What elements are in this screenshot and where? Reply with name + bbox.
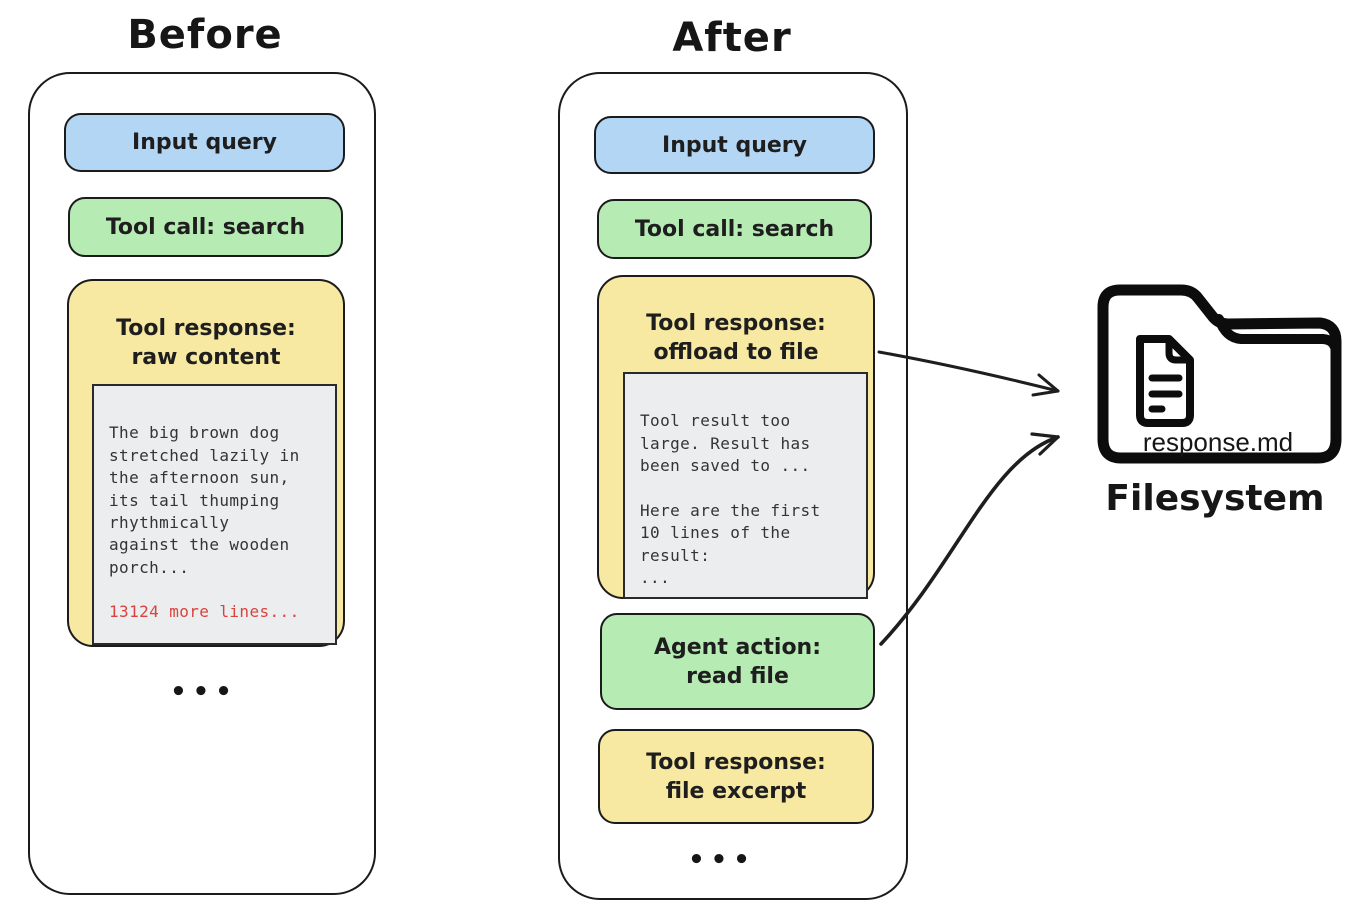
before-column-title: Before — [127, 12, 283, 58]
folder-icon — [1097, 284, 1342, 464]
document-icon — [1136, 335, 1194, 427]
before-input-query-chip: Input query — [64, 113, 345, 172]
before-tool-call-chip: Tool call: search — [68, 197, 343, 257]
after-ellipsis: ••• — [688, 845, 756, 875]
after-input-query-chip: Input query — [594, 116, 875, 174]
before-ellipsis: ••• — [170, 677, 238, 707]
after-panel: Input query Tool call: search Tool respo… — [558, 72, 908, 900]
after-column-title: After — [672, 15, 792, 61]
before-panel: Input query Tool call: search Tool respo… — [28, 72, 376, 895]
after-tool-call-chip: Tool call: search — [597, 199, 872, 259]
file-name-label: response.md — [1142, 427, 1294, 457]
agent-action-read-file-chip: Agent action: read file — [600, 613, 875, 710]
offload-note-snippet: Tool result too large. Result has been s… — [623, 372, 868, 599]
tool-response-offload-card: Tool response: offload to file Tool resu… — [597, 275, 875, 599]
before-tool-response-card: Tool response: raw content The big brown… — [67, 279, 345, 647]
filesystem-caption: Filesystem — [1105, 478, 1325, 519]
more-lines-text: 13124 more lines... — [109, 602, 300, 622]
tool-response-file-excerpt-chip: Tool response: file excerpt — [598, 729, 874, 824]
before-tool-response-title: Tool response: raw content — [116, 316, 296, 370]
raw-content-text: The big brown dog stretched lazily in th… — [109, 423, 300, 577]
after-tool-response-title: Tool response: offload to file — [646, 311, 826, 365]
filesystem-folder: response.md — [1093, 281, 1343, 471]
before-raw-content-snippet: The big brown dog stretched lazily in th… — [92, 384, 337, 645]
offload-note-text: Tool result too large. Result has been s… — [640, 411, 821, 588]
